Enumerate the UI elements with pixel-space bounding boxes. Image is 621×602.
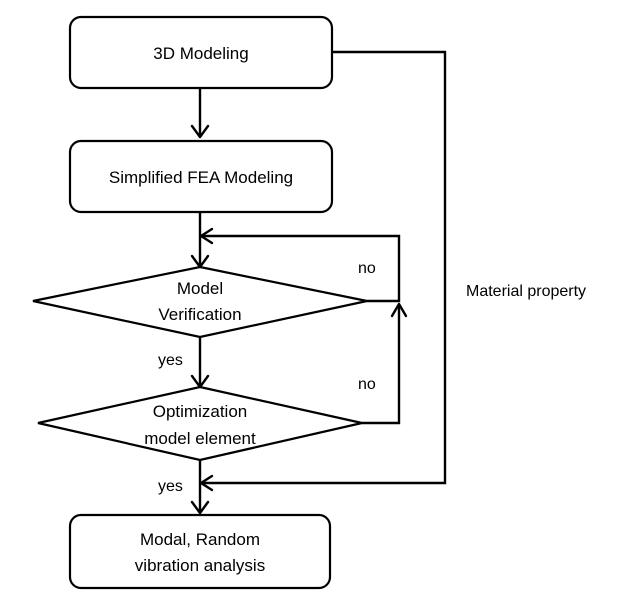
node-optimization: Optimization model element — [37, 385, 363, 462]
label-verification-no: no — [358, 260, 376, 277]
node-analysis: Modal, Random vibration analysis — [68, 513, 332, 590]
arrowhead-fea — [190, 124, 210, 139]
arrowhead-material-property — [199, 474, 214, 492]
node-analysis-line2: vibration analysis — [135, 556, 265, 575]
node-simplified-fea-box — [68, 139, 334, 214]
label-material-property: Material property — [466, 283, 586, 300]
node-model-verification-line2: Verification — [158, 305, 241, 324]
node-analysis-line1: Modal, Random — [140, 530, 260, 549]
edge-labels: no yes no yes Material property — [158, 260, 586, 495]
node-optimization-line1: Optimization — [153, 402, 247, 421]
node-analysis-box — [68, 513, 332, 590]
edge-verification-no-loop — [200, 234, 401, 303]
node-3d-modeling: 3D Modeling — [68, 15, 334, 90]
node-simplified-fea-label: Simplified FEA Modeling — [109, 168, 293, 187]
arrowhead-analysis — [190, 500, 210, 515]
node-model-verification-diamond — [32, 265, 368, 339]
label-optimization-yes: yes — [158, 478, 183, 495]
node-3d-modeling-label: 3D Modeling — [153, 44, 248, 63]
node-optimization-line2: model element — [144, 429, 256, 448]
edge-optimization-no — [362, 304, 401, 425]
connectors — [190, 50, 447, 515]
arrowhead-optimization-no — [390, 302, 408, 318]
label-verification-yes: yes — [158, 352, 183, 369]
node-simplified-fea: Simplified FEA Modeling — [68, 139, 334, 214]
node-optimization-diamond — [37, 385, 363, 462]
node-model-verification: Model Verification — [32, 265, 368, 339]
node-3d-modeling-box — [68, 15, 334, 90]
node-model-verification-line1: Model — [177, 279, 223, 298]
arrowhead-loop-return — [199, 227, 214, 245]
label-optimization-no: no — [358, 376, 376, 393]
edge-material-property — [200, 50, 447, 485]
